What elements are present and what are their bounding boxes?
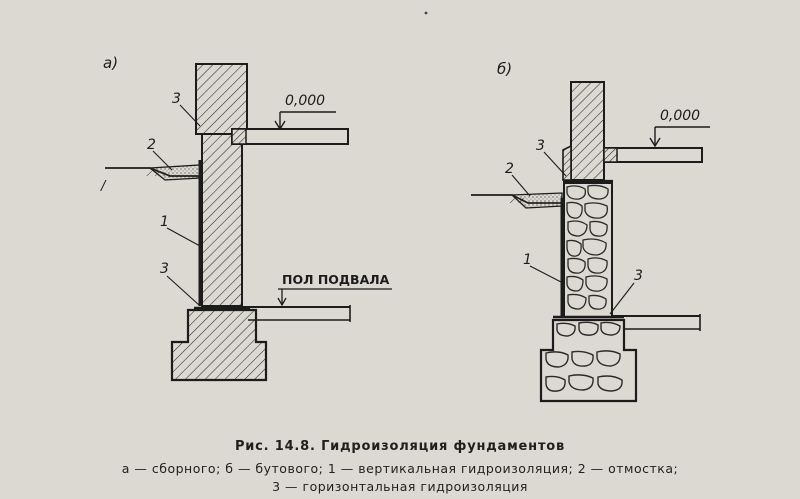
floor-label-arrow xyxy=(277,297,287,307)
panel-b-leader-2 xyxy=(511,174,531,197)
panel-a-callout-1: 1 xyxy=(160,214,169,230)
panel-b-callout-2: 2 xyxy=(505,161,514,177)
panel-a-leader-3-bottom xyxy=(166,275,200,306)
caption-legend-line-2: 3 — горизонтальная гидроизоляция xyxy=(272,479,528,494)
panel-b-level-label: 0,000 xyxy=(660,108,700,124)
panel-b-footing-stones xyxy=(545,321,623,392)
panel-a-leader-1 xyxy=(166,227,201,247)
panel-b-rubble-stones xyxy=(566,184,609,310)
panel-b-callout-3-bottom: 3 xyxy=(634,268,643,284)
panel-a-callout-2: 2 xyxy=(147,137,156,153)
caption-title: Рис. 14.8. Гидроизоляция фундаментов xyxy=(234,439,566,454)
panel-a-floor-slab xyxy=(231,128,349,145)
panel-b: б) xyxy=(471,60,710,403)
panel-b-leader-3-top xyxy=(543,151,567,177)
foundation-drawing: а) 0,000 ПОЛ ПОДВАЛА xyxy=(100,11,710,403)
panel-a-ground-hatch xyxy=(146,171,166,176)
panel-b-floor-slab xyxy=(603,147,703,163)
panel-b-blind-area xyxy=(510,192,563,209)
panel-a-callout-3-bottom: 3 xyxy=(160,261,169,277)
panel-b-upper-wall xyxy=(570,81,605,181)
panel-b-label: б) xyxy=(497,60,512,78)
panel-b-plinth xyxy=(562,144,572,181)
caption-legend-line-1: а — сборного; б — бутового; 1 — вертикал… xyxy=(121,461,679,476)
panel-a-level-arrow xyxy=(274,120,286,131)
panel-b-leader-1 xyxy=(529,265,562,283)
panel-a-level-label: 0,000 xyxy=(285,93,325,109)
panel-a-label: а) xyxy=(103,54,118,72)
panel-b-ground-hatch xyxy=(508,198,528,203)
panel-b-callout-3-top: 3 xyxy=(536,138,545,154)
panel-a-upper-wall xyxy=(195,63,248,135)
panel-a-basement-wall xyxy=(201,133,243,307)
scan-speck xyxy=(424,11,428,15)
panel-a-ground-mark: / xyxy=(100,179,107,194)
panel-b-slab-end xyxy=(603,147,618,163)
panel-b-callout-1: 1 xyxy=(523,252,532,268)
floor-label: ПОЛ ПОДВАЛА xyxy=(282,272,390,287)
panel-a-leader-2 xyxy=(152,150,173,171)
panel-a-slab-end xyxy=(231,128,247,145)
panel-a-callout-3-top: 3 xyxy=(172,91,181,107)
panel-b-level-arrow xyxy=(649,137,661,148)
panel-a: а) 0,000 ПОЛ ПОДВАЛА xyxy=(100,54,392,382)
panel-b-leader-3-bottom xyxy=(609,282,635,315)
panel-a-leader-3-top xyxy=(179,104,201,127)
